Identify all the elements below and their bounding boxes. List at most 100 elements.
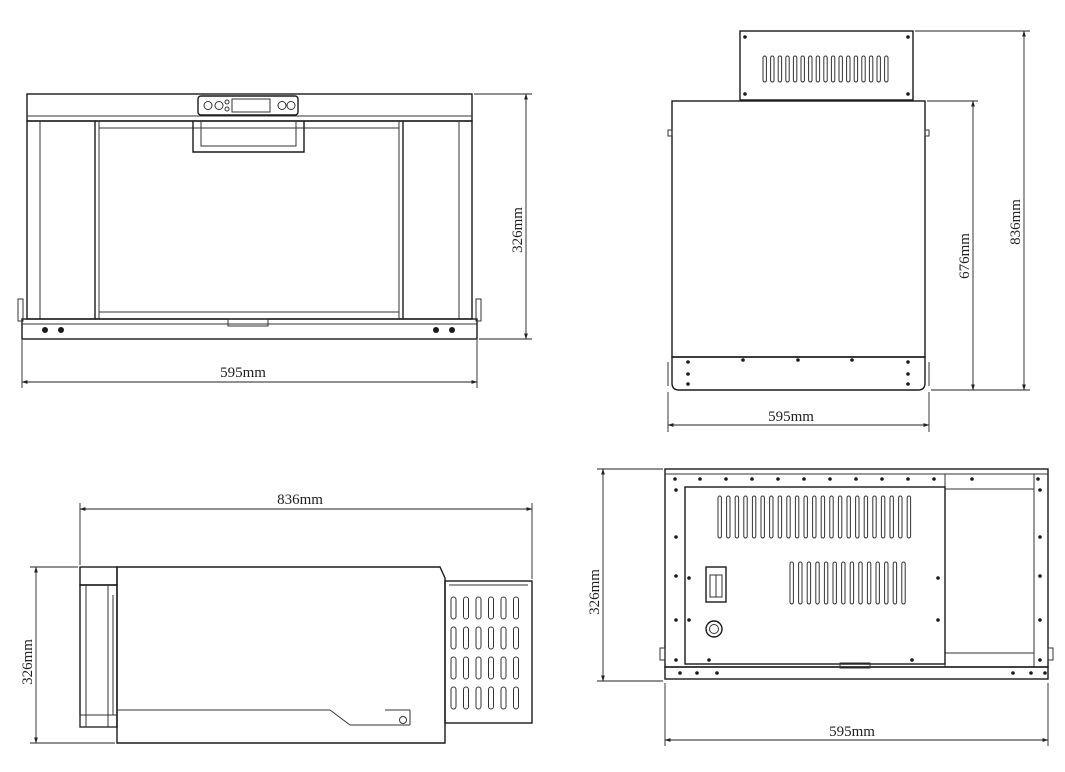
vent-slot (872, 495, 877, 539)
vent-slot (475, 626, 482, 650)
screw-dot (1043, 671, 1047, 675)
screw-dot (674, 618, 678, 622)
screw-dot (674, 658, 678, 662)
vent-slot (846, 55, 851, 83)
power-switch (705, 566, 727, 603)
vent-slot (450, 626, 457, 650)
rear-height-dimension: 326mm (587, 468, 663, 682)
vent-slot (463, 596, 469, 620)
front-height-label: 326mm (510, 207, 526, 253)
screw-dot (880, 477, 884, 481)
vent-slot (717, 495, 722, 539)
vent-slot (500, 626, 507, 650)
vent-slot (513, 596, 519, 620)
screw-dot (970, 477, 974, 481)
display-screen (231, 98, 271, 113)
vent-slot (808, 55, 813, 83)
screw-dot (673, 477, 677, 481)
vent-slot (475, 656, 482, 680)
vent-slot (855, 495, 860, 539)
vent-slot (798, 561, 803, 605)
vent-slot (777, 495, 783, 539)
control-panel (197, 95, 299, 116)
vent-slot (858, 561, 863, 605)
vent-slot (892, 561, 898, 605)
vent-slot (815, 55, 821, 83)
vent-slot (820, 495, 826, 539)
rear-vent-box (739, 30, 914, 101)
screw-dot (674, 574, 678, 578)
vent-slot (769, 495, 774, 539)
vent-slot (823, 55, 828, 83)
vent-slot (475, 596, 482, 620)
screw-dot (828, 477, 832, 481)
rear-panel (684, 486, 946, 665)
screw-dot (698, 477, 702, 481)
vent-slot (500, 656, 507, 680)
side-rear-vent-box (444, 580, 533, 724)
vent-slot (868, 55, 874, 83)
screw-dot (1038, 618, 1042, 622)
vent-slot (450, 596, 457, 620)
screw-dot (1038, 658, 1042, 662)
vent-slot (500, 686, 507, 710)
vent-slot (488, 656, 494, 680)
rear-height-label: 326mm (587, 569, 603, 615)
vent-slot (880, 495, 886, 539)
vent-slot (829, 495, 834, 539)
screw-dot (906, 477, 910, 481)
vent-slot (861, 55, 866, 83)
vent-slot (450, 656, 457, 680)
vent-slot (463, 626, 469, 650)
vent-slot (751, 495, 757, 539)
side-height-label: 326mm (20, 639, 36, 685)
vent-slot (812, 495, 817, 539)
top-depth-dimension: 676mm (927, 100, 1030, 391)
vent-slot (815, 561, 820, 605)
front-width-label: 595mm (220, 365, 266, 381)
top-overall-dimension: 836mm (915, 30, 1030, 391)
vent-slot (876, 55, 881, 83)
vent-slot (488, 596, 494, 620)
vent-slot (463, 686, 469, 710)
vent-slot (846, 495, 851, 539)
vent-slot (884, 561, 889, 605)
vent-slot (853, 55, 859, 83)
vent-slot (513, 626, 519, 650)
vent-slot (849, 561, 855, 605)
vent-slot (513, 686, 519, 710)
side-front-panel (79, 566, 118, 728)
front-handle (192, 121, 305, 153)
vent-slot (832, 561, 837, 605)
screw-dot (776, 477, 780, 481)
vent-slot (777, 55, 783, 83)
vent-slot (726, 495, 731, 539)
vent-slot (743, 495, 748, 539)
vent-slot (830, 55, 836, 83)
screw-dot (674, 535, 678, 539)
vent-slot (770, 55, 775, 83)
rear-view: 326mm 595mm (587, 468, 1054, 746)
side-view: 836mm 326mm (20, 492, 533, 744)
vent-slot (841, 561, 846, 605)
vent-slot (906, 495, 912, 539)
screw-dot (1038, 574, 1042, 578)
screw-dot (1029, 671, 1033, 675)
top-depth-label: 676mm (957, 233, 973, 279)
vent-slot (898, 495, 903, 539)
vent-slot (734, 495, 740, 539)
vent-slot (806, 561, 812, 605)
top-width-label: 595mm (768, 409, 814, 425)
screw-dot (674, 488, 678, 492)
rear-width-dimension: 595mm (664, 683, 1049, 746)
vent-slot (513, 656, 519, 680)
vent-slot (863, 495, 869, 539)
front-height-dimension: 326mm (474, 93, 532, 340)
vent-slot (760, 495, 765, 539)
screw-dot (1036, 477, 1040, 481)
vent-slot (800, 55, 805, 83)
vent-slot (488, 686, 494, 710)
screw-dot (802, 477, 806, 481)
vent-slot (838, 55, 843, 83)
